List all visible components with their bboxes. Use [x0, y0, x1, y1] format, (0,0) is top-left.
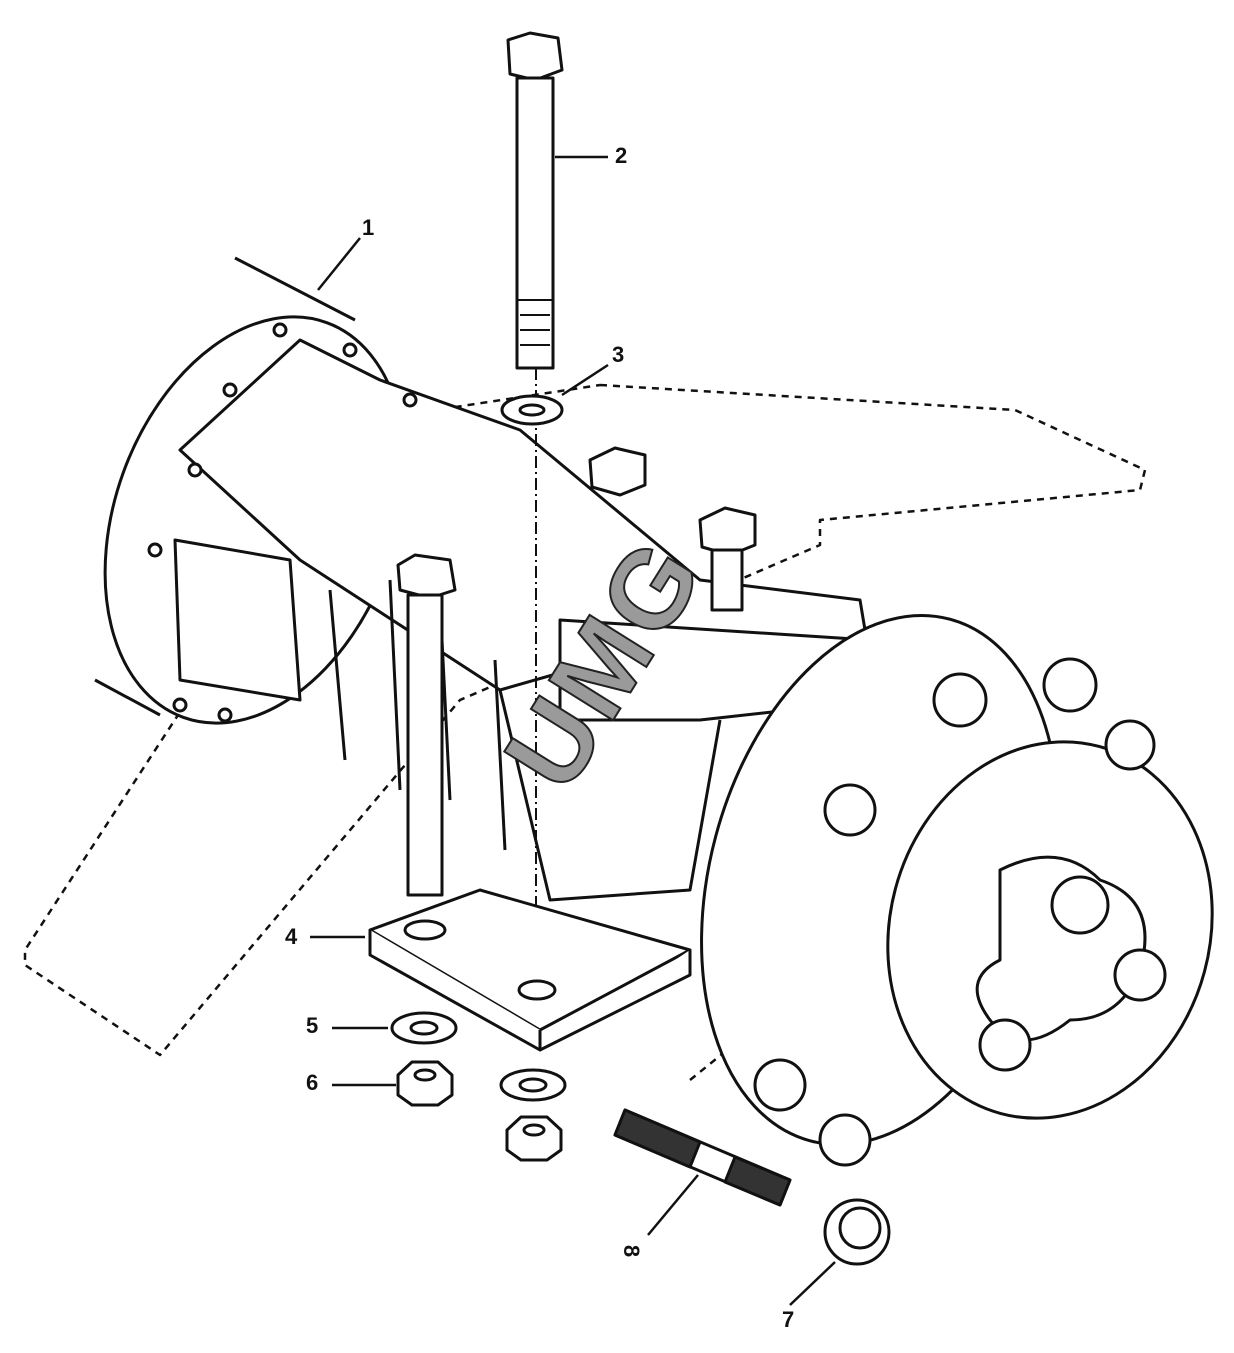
callout-7: 7 [782, 1307, 795, 1332]
washer-3 [500, 394, 564, 426]
bolt-2 [506, 31, 564, 370]
callout-3: 3 [612, 342, 625, 367]
callout-6: 6 [306, 1070, 319, 1095]
callout-1: 1 [362, 215, 375, 240]
washer-5 [390, 1011, 458, 1045]
leader-lines [310, 155, 836, 1306]
callout-4: 4 [285, 924, 298, 949]
wheel-hub [700, 614, 1214, 1167]
wheel-stud-8 [613, 1108, 792, 1207]
callout-2: 2 [615, 143, 628, 168]
callout-8: 8 [619, 1244, 645, 1258]
axle-housing [94, 256, 882, 902]
spring-plate-4 [368, 888, 692, 1052]
wheel-nut-7 [823, 1198, 891, 1266]
nut-6 [396, 1060, 454, 1107]
callout-5: 5 [306, 1013, 319, 1038]
nut [505, 1115, 563, 1162]
u-bolt [396, 446, 757, 897]
washer [499, 1068, 567, 1102]
